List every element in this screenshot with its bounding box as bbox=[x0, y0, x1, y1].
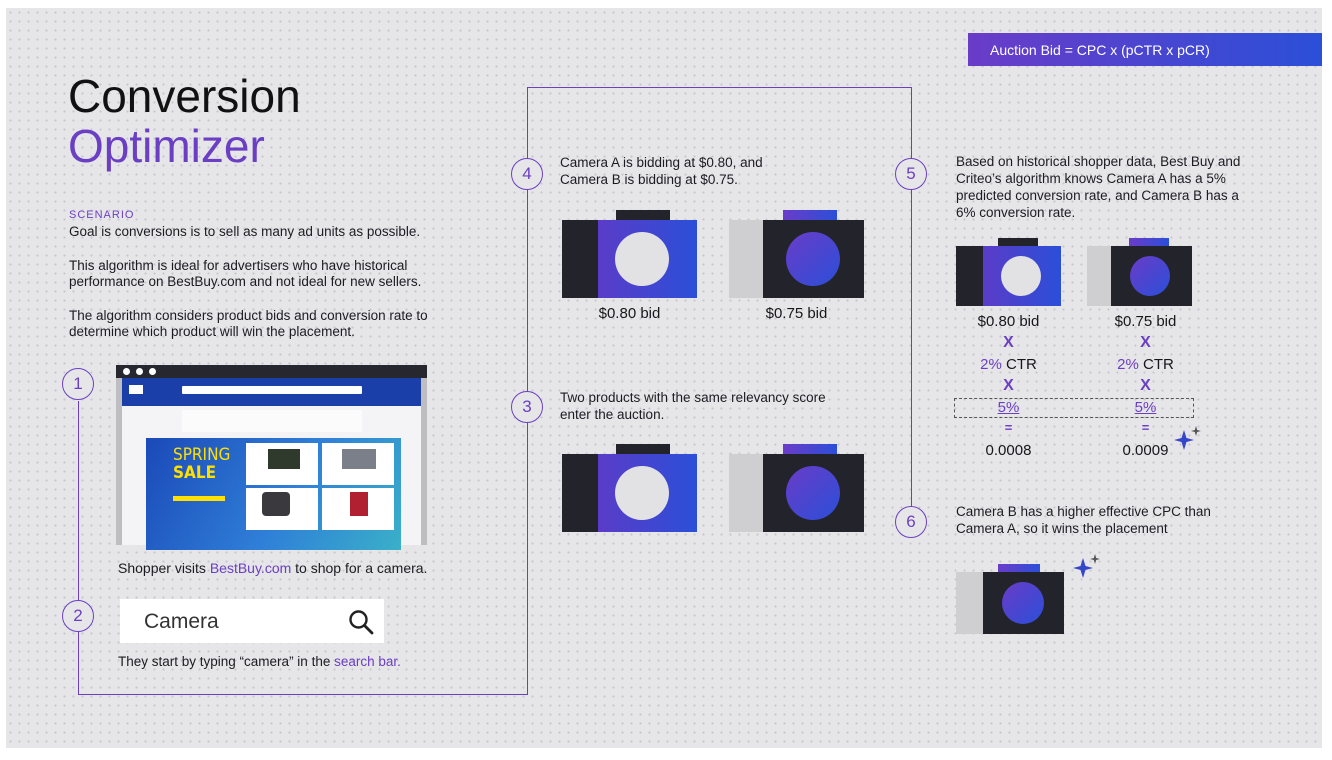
step-6-circle: 6 bbox=[895, 506, 927, 538]
search-bar-link[interactable]: search bar. bbox=[334, 654, 401, 669]
camera-a-bid: $0.80 bid bbox=[598, 305, 661, 322]
step-1-text-a: Shopper visits bbox=[118, 560, 210, 576]
calc-b-times-1: X bbox=[1140, 334, 1151, 351]
sparkle-icon bbox=[1073, 554, 1100, 578]
step-3-line-2: enter the auction. bbox=[560, 407, 665, 422]
camera-b-icon bbox=[729, 444, 864, 532]
calc-b-ctr-value: 2% bbox=[1117, 356, 1139, 373]
dashed-highlight-box bbox=[954, 398, 1194, 418]
search-icon bbox=[349, 610, 374, 635]
winning-camera-b-icon bbox=[956, 564, 1064, 634]
calc-a-times-2: X bbox=[1003, 377, 1014, 394]
step-4-line-2: Camera B is bidding at $0.75. bbox=[560, 172, 738, 187]
step-6-line-2: Camera A, so it wins the placement bbox=[956, 521, 1168, 536]
banner-button bbox=[173, 496, 225, 501]
calc-b-equals: = bbox=[1141, 420, 1150, 435]
camera-b-icon bbox=[729, 210, 864, 298]
step-2-circle: 2 bbox=[62, 600, 94, 632]
camera-b-icon bbox=[1087, 238, 1192, 306]
step-5-circle: 5 bbox=[895, 158, 927, 190]
calc-a-ctr-label: CTR bbox=[1001, 356, 1037, 373]
step-2-text: They start by typing “camera” in the sea… bbox=[118, 653, 401, 670]
formula-banner: Auction Bid = CPC x (pCTR x pCR) bbox=[968, 33, 1322, 66]
flow-line bbox=[78, 401, 80, 695]
calc-a-times-1: X bbox=[1003, 334, 1014, 351]
flow-line bbox=[78, 694, 528, 696]
scenario-paragraph-3a: The algorithm considers product bids and… bbox=[69, 308, 428, 323]
window-dot-icon bbox=[136, 368, 143, 375]
scenario-label: SCENARIO bbox=[69, 209, 135, 221]
camera-a-icon bbox=[562, 444, 697, 532]
title-line-1: Conversion bbox=[68, 70, 301, 122]
search-input[interactable]: Camera bbox=[144, 610, 219, 633]
title-line-2: Optimizer bbox=[68, 120, 265, 172]
calc-a-ctr-value: 2% bbox=[980, 356, 1002, 373]
window-dot-icon bbox=[149, 368, 156, 375]
spring-sale-banner: SPRING SALE bbox=[146, 438, 401, 550]
calc-b-ctr-label: CTR bbox=[1138, 356, 1174, 373]
calc-a-cvr: 5% bbox=[997, 399, 1020, 416]
step-5-line-4: 6% conversion rate. bbox=[956, 205, 1076, 220]
scenario-paragraph-1: Goal is conversions is to sell as many a… bbox=[69, 224, 421, 239]
calc-b-ctr: 2% CTR bbox=[1093, 356, 1198, 373]
step-5-line-2: Criteo’s algorithm knows Camera A has a … bbox=[956, 171, 1226, 186]
scenario-paragraph-3b: determine which product will win the pla… bbox=[69, 324, 355, 339]
step-5-line-3: predicted conversion rate, and Camera B … bbox=[956, 188, 1239, 203]
step-5-line-1: Based on historical shopper data, Best B… bbox=[956, 154, 1241, 169]
scenario-paragraph-2a: This algorithm is ideal for advertisers … bbox=[69, 258, 408, 273]
scenario-paragraph-2b: performance on BestBuy.com and not ideal… bbox=[69, 274, 422, 289]
calc-a-equals: = bbox=[1004, 420, 1013, 435]
bestbuy-categories bbox=[182, 410, 362, 432]
camera-a-icon bbox=[956, 238, 1061, 306]
calc-a-result: 0.0008 bbox=[985, 442, 1032, 459]
search-bar[interactable]: Camera bbox=[120, 599, 384, 643]
step-3-circle: 3 bbox=[511, 391, 543, 423]
step-4-circle: 4 bbox=[511, 158, 543, 190]
sparkle-icon bbox=[1174, 426, 1201, 450]
calc-b-result: 0.0009 bbox=[1122, 442, 1169, 459]
camera-a-icon bbox=[562, 210, 697, 298]
step-2-text-a: They start by typing “camera” in the bbox=[118, 654, 335, 669]
banner-text-2: SALE bbox=[173, 463, 217, 483]
step-1-text: Shopper visits BestBuy.com to shop for a… bbox=[118, 560, 427, 577]
product-card bbox=[246, 488, 318, 530]
bestbuy-header bbox=[122, 378, 421, 406]
bestbuy-screenshot: SPRING SALE bbox=[116, 365, 427, 550]
product-card bbox=[322, 443, 394, 485]
window-dot-icon bbox=[123, 368, 130, 375]
calc-b-cvr: 5% bbox=[1134, 399, 1157, 416]
flow-line bbox=[527, 87, 912, 89]
bestbuy-search-box bbox=[182, 386, 362, 394]
step-4-line-1: Camera A is bidding at $0.80, and bbox=[560, 155, 763, 170]
calc-a-bid: $0.80 bid bbox=[977, 313, 1040, 330]
product-card bbox=[246, 443, 318, 485]
browser-bar bbox=[116, 365, 427, 378]
step-3-line-1: Two products with the same relevancy sco… bbox=[560, 390, 826, 405]
bestbuy-page: SPRING SALE bbox=[122, 378, 421, 550]
flow-line bbox=[911, 87, 913, 522]
calc-a-ctr: 2% CTR bbox=[956, 356, 1061, 373]
calc-b-times-2: X bbox=[1140, 377, 1151, 394]
banner-text-1: SPRING bbox=[173, 445, 231, 465]
step-6-line-1: Camera B has a higher effective CPC than bbox=[956, 504, 1211, 519]
slide: Auction Bid = CPC x (pCTR x pCR) Convers… bbox=[6, 8, 1322, 748]
step-1-text-b: to shop for a camera. bbox=[291, 560, 428, 576]
step-1-circle: 1 bbox=[62, 368, 94, 400]
product-card bbox=[322, 488, 394, 530]
bestbuy-link[interactable]: BestBuy.com bbox=[209, 560, 292, 576]
calc-b-bid: $0.75 bid bbox=[1114, 313, 1177, 330]
bestbuy-logo bbox=[129, 385, 143, 394]
camera-b-bid: $0.75 bid bbox=[765, 305, 828, 322]
